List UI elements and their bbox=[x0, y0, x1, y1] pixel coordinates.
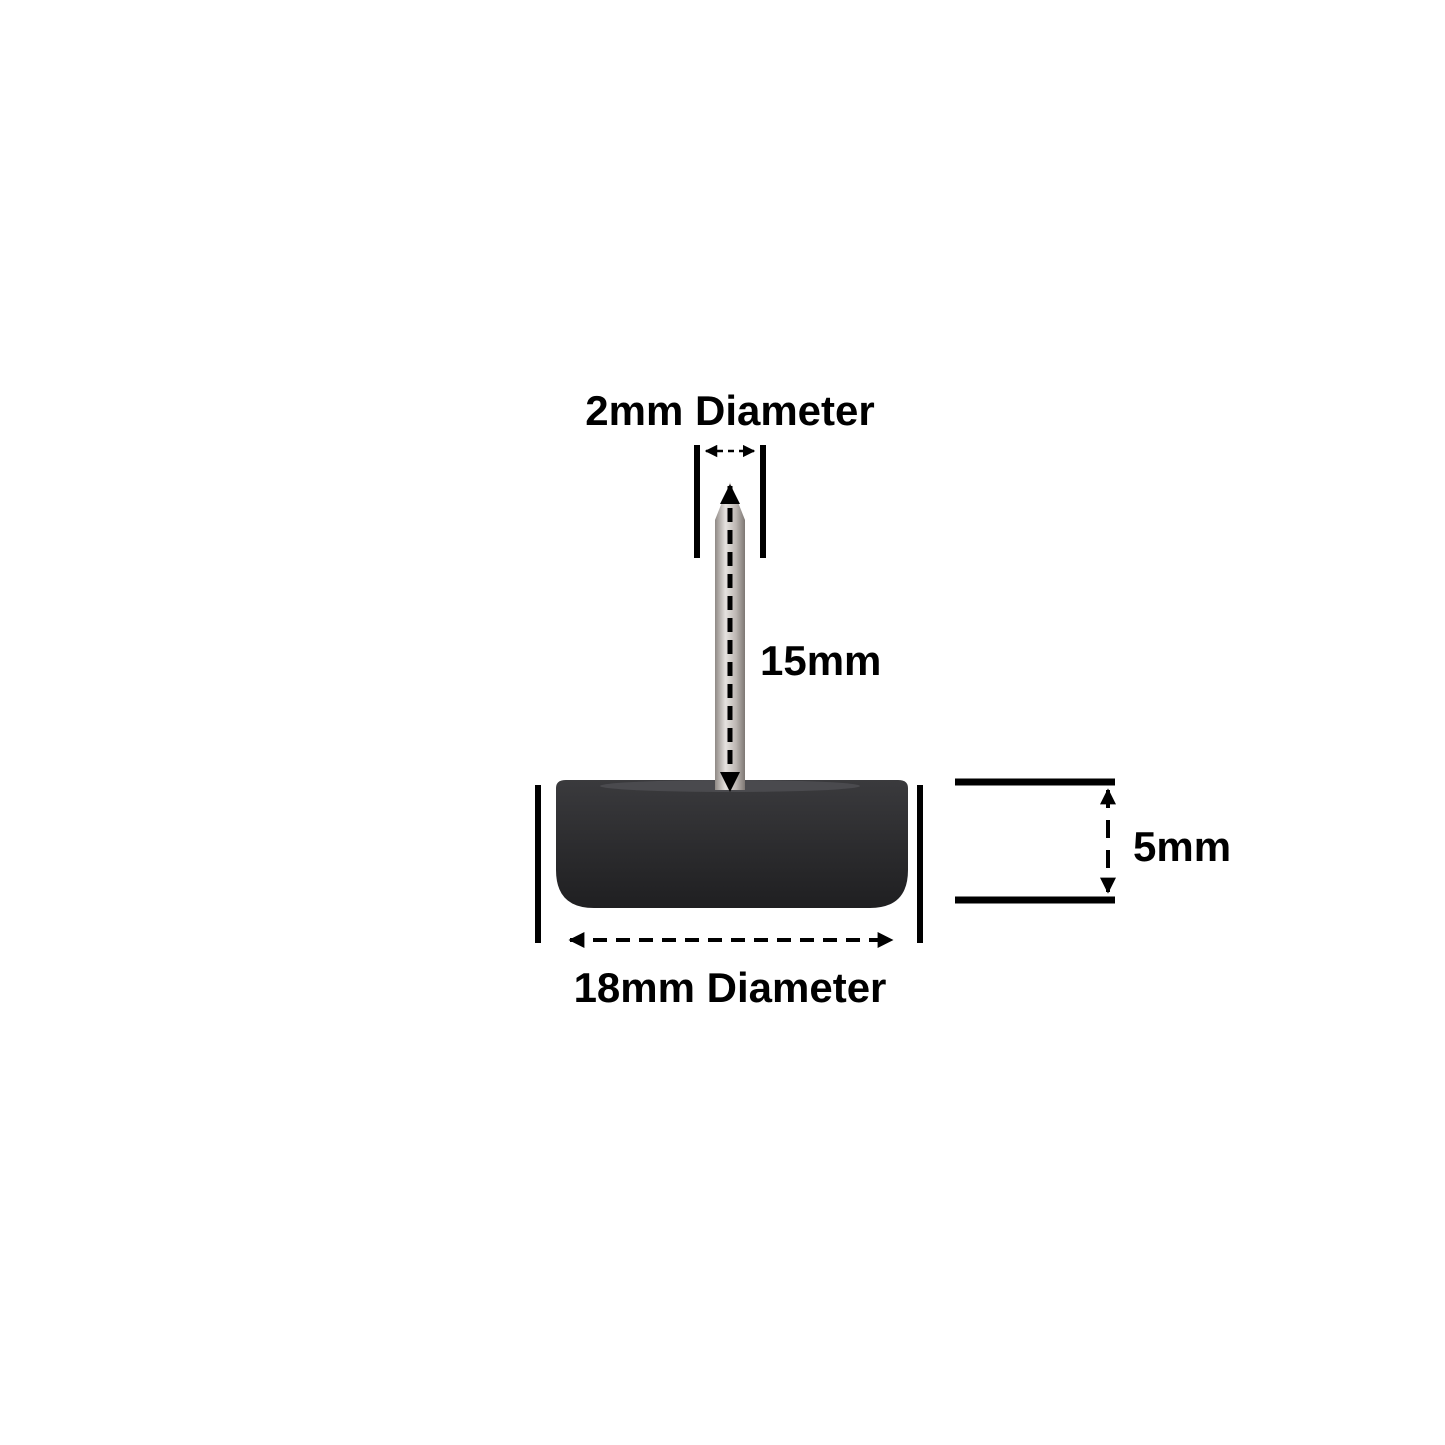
base-height-label: 5mm bbox=[1133, 823, 1231, 870]
pin-length-dimension: 15mm bbox=[720, 484, 881, 792]
pin-diameter-dimension: 2mm Diameter bbox=[585, 387, 875, 558]
furniture-glide-base bbox=[556, 780, 908, 908]
base-diameter-label: 18mm Diameter bbox=[574, 964, 887, 1011]
base-height-dimension: 5mm bbox=[955, 778, 1231, 904]
pin-length-label: 15mm bbox=[760, 637, 881, 684]
base-diameter-dimension: 18mm Diameter bbox=[535, 785, 923, 1011]
furniture-glide-pin bbox=[715, 482, 745, 790]
pin-diameter-label: 2mm Diameter bbox=[585, 387, 874, 434]
